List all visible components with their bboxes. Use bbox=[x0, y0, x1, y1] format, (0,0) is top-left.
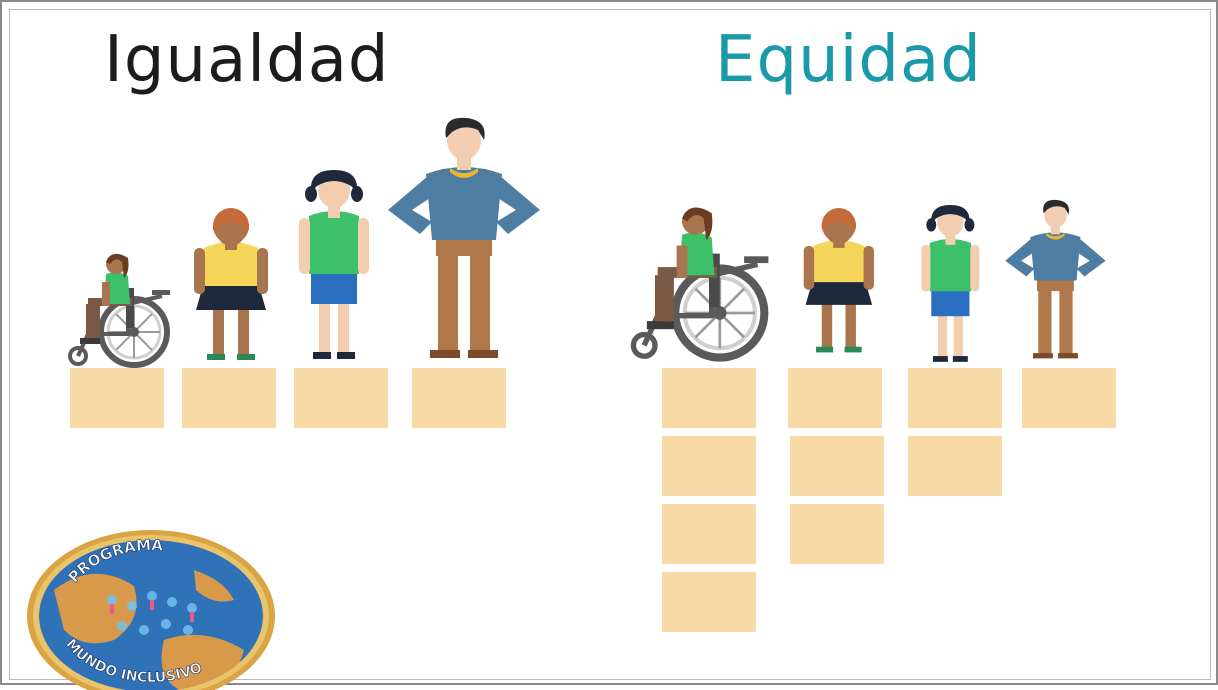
igualdad-box bbox=[294, 368, 388, 428]
equidad-box bbox=[908, 368, 1002, 428]
wheelchair-user-icon bbox=[633, 207, 768, 357]
girl-icon bbox=[299, 170, 369, 359]
equidad-box bbox=[662, 368, 756, 428]
man-icon bbox=[1005, 199, 1106, 359]
igualdad-box bbox=[412, 368, 506, 428]
programa-mundo-inclusivo-logo: PROGRAMA MUNDO INCLUSIVO bbox=[27, 530, 275, 690]
equidad-box bbox=[908, 436, 1002, 496]
igualdad-box bbox=[70, 368, 164, 428]
igualdad-title: Igualdad bbox=[104, 23, 390, 97]
girl-icon bbox=[921, 205, 980, 362]
equidad-box bbox=[790, 436, 884, 496]
slide-inner-border bbox=[9, 9, 1211, 680]
equidad-box bbox=[662, 436, 756, 496]
equidad-box bbox=[662, 572, 756, 632]
equidad-box bbox=[1022, 368, 1116, 428]
igualdad-group bbox=[70, 117, 540, 428]
woman-icon bbox=[803, 208, 874, 353]
equidad-box bbox=[662, 504, 756, 564]
igualdad-box bbox=[182, 368, 276, 428]
wheelchair-user-icon bbox=[70, 254, 170, 365]
equidad-box bbox=[790, 504, 884, 564]
equidad-box bbox=[788, 368, 882, 428]
woman-icon bbox=[194, 208, 268, 360]
man-icon bbox=[388, 117, 540, 358]
equidad-title: Equidad bbox=[715, 23, 982, 97]
equidad-group bbox=[633, 199, 1116, 632]
